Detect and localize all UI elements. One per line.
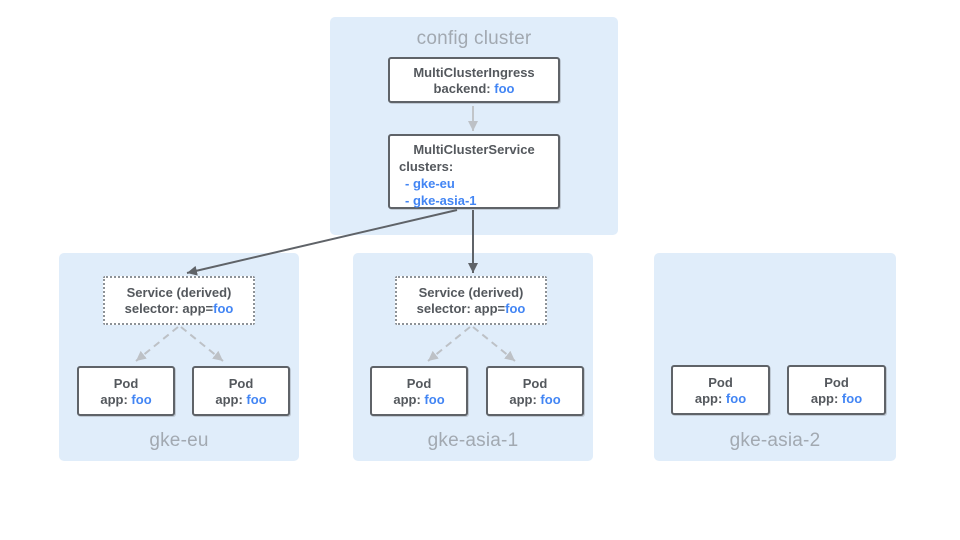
service-title: Service (derived) — [126, 285, 232, 300]
pod-app-label: app: — [810, 391, 842, 406]
cluster-gke-asia-1-group: Service (derived) selector: app=foo Pod … — [353, 253, 593, 461]
pod-app-label: app: — [694, 391, 726, 406]
pod-app-label: app: — [393, 392, 425, 407]
pod-app-value: foo — [246, 392, 267, 407]
cluster-gke-eu-label: gke-eu — [149, 430, 209, 451]
pod-app-line: app: foo — [789, 391, 884, 407]
mci-title: MultiClusterIngress — [413, 65, 535, 80]
service-selector-line: selector: app=foo — [397, 301, 545, 317]
config-cluster-group: config cluster MultiClusterIngress backe… — [330, 17, 618, 235]
service-selector-label: selector: app= — [124, 301, 214, 316]
pod-box: Pod app: foo — [787, 365, 886, 415]
pod-title: Pod — [113, 376, 139, 391]
pod-app-line: app: foo — [372, 392, 466, 408]
service-derived-box-gke-asia-1: Service (derived) selector: app=foo — [395, 276, 547, 325]
service-selector-value: foo — [505, 301, 526, 316]
pod-title: Pod — [228, 376, 254, 391]
multicluster-ingress-box: MultiClusterIngress backend: foo — [388, 57, 560, 103]
pod-app-label: app: — [100, 392, 132, 407]
pod-app-line: app: foo — [194, 392, 288, 408]
service-selector-line: selector: app=foo — [105, 301, 253, 317]
pod-app-line: app: foo — [673, 391, 768, 407]
service-selector-label: selector: app= — [416, 301, 506, 316]
mcs-clusters-label: clusters: — [399, 159, 454, 174]
service-selector-value: foo — [213, 301, 234, 316]
config-cluster-label: config cluster — [416, 28, 532, 49]
cluster-gke-eu-group: Service (derived) selector: app=foo Pod … — [59, 253, 299, 461]
mcs-title: MultiClusterService — [413, 142, 535, 157]
pod-box: Pod app: foo — [486, 366, 584, 416]
pod-title: Pod — [406, 376, 432, 391]
pod-box: Pod app: foo — [192, 366, 290, 416]
pod-title: Pod — [522, 376, 548, 391]
pod-box: Pod app: foo — [671, 365, 770, 415]
multicluster-service-box: MultiClusterService clusters: - gke-eu -… — [388, 134, 560, 209]
mci-backend-label: backend: — [433, 81, 495, 96]
mci-backend-line: backend: foo — [390, 81, 558, 97]
cluster-gke-asia-2-group: Pod app: foo Pod app: foo gke-asia-2 — [654, 253, 896, 461]
pod-app-label: app: — [509, 392, 541, 407]
pod-box: Pod app: foo — [370, 366, 468, 416]
pod-app-line: app: foo — [79, 392, 173, 408]
pod-app-line: app: foo — [488, 392, 582, 408]
pod-title: Pod — [708, 375, 733, 390]
pod-app-value: foo — [131, 392, 152, 407]
pod-app-value: foo — [725, 391, 747, 406]
pod-app-value: foo — [540, 392, 561, 407]
pod-app-value: foo — [424, 392, 445, 407]
cluster-gke-asia-2-label: gke-asia-2 — [729, 430, 821, 451]
cluster-gke-asia-1-label: gke-asia-1 — [427, 430, 519, 451]
mcs-cluster-item-gke-asia-1: - gke-asia-1 — [405, 193, 477, 208]
pod-box: Pod app: foo — [77, 366, 175, 416]
pod-app-label: app: — [215, 392, 247, 407]
pod-app-value: foo — [841, 391, 863, 406]
service-title: Service (derived) — [418, 285, 524, 300]
mcs-cluster-item-gke-eu: - gke-eu — [405, 176, 455, 191]
pod-title: Pod — [824, 375, 849, 390]
service-derived-box-gke-eu: Service (derived) selector: app=foo — [103, 276, 255, 325]
mci-backend-value: foo — [494, 81, 515, 96]
